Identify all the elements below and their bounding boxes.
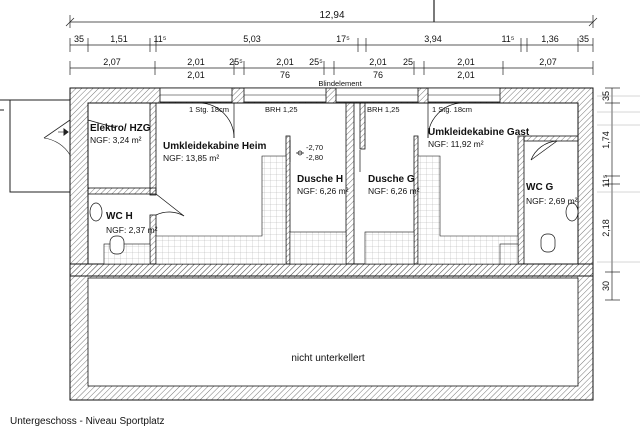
room-name: Dusche G [368,174,415,185]
room-name: Umkleidekabine Heim [163,141,266,152]
level-bottom: -2,80 [306,153,323,162]
doors [87,102,558,217]
dim-label: 2,01 [187,70,205,80]
building-shell [69,87,594,401]
dim-label: 35 [74,34,84,44]
dim-label: 76 [373,70,383,80]
room-area: NGF: 6,26 m² [368,186,420,196]
washbasin-icon [540,233,556,253]
dim-label: 1,36 [541,34,559,44]
room-name: Elektro/ HZG [90,123,151,134]
sill-height-note: BRH 1,25 [367,105,400,114]
room-area: NGF: 11,92 m² [428,139,484,149]
dim-label: 5,03 [243,34,261,44]
room-name: Dusche H [297,174,343,185]
benches-and-tiles [103,155,519,265]
toilet-icon [565,202,579,222]
dim-label: 11⁵ [501,34,514,44]
room-area: NGF: 3,24 m² [90,135,142,145]
plan-notes: 1 Stg. 18cm 1 Stg. 18cm BRH 1,25 BRH 1,2… [189,79,472,364]
room-name: WC G [526,182,553,193]
stair-note: 1 Stg. 18cm [432,105,472,114]
toilet-icon [109,235,125,255]
dim-label: 1,74 [601,131,611,149]
dim-label: 11⁵ [153,34,166,44]
dim-label: 2,01 [457,70,475,80]
dim-label: 11⁵ [601,174,611,187]
dimension-chain-right [597,87,640,301]
room-area: NGF: 6,26 m² [297,186,349,196]
dim-label: 35 [579,34,589,44]
dim-label: 30 [601,281,611,291]
dimension-chains-top [65,0,598,75]
dim-label: 2,07 [539,57,557,67]
dim-label: 25⁵ [229,57,243,67]
blind-element-note: Blindelement [318,79,362,88]
dim-label: 2,07 [103,57,121,67]
room-name: WC H [106,211,133,222]
dim-label: 35 [601,91,611,101]
dim-right-labels: 35 1,74 11⁵ 2,18 30 [601,91,611,291]
dim-label: 1,51 [110,34,128,44]
dim-label: 2,18 [601,219,611,237]
room-area: NGF: 2,37 m² [106,225,158,235]
dim-label: 2,01 [457,57,475,67]
dim-label: 25⁵ [309,57,323,67]
dim-label: 25 [403,57,413,67]
dim-label: 17⁵ [336,34,350,44]
sanitary-fixtures [89,150,579,255]
stair-note: 1 Stg. 18cm [189,105,229,114]
dim-label: 2,01 [276,57,294,67]
sill-height-note: BRH 1,25 [265,105,298,114]
room-area: NGF: 2,69 m² [526,196,578,206]
dim-row-2: 35 1,51 11⁵ 5,03 17⁵ 3,94 11⁵ 1,36 35 [74,34,589,44]
dim-label: 76 [280,70,290,80]
washbasin-icon [89,202,103,222]
room-area: NGF: 13,85 m² [163,153,219,163]
dim-label: 2,01 [369,57,387,67]
dim-total: 12,94 [319,10,344,21]
dim-label: 3,94 [424,34,442,44]
interior-walls [87,102,579,265]
unexcavated-label: nicht unterkellert [291,353,365,364]
drawing-caption: Untergeschoss - Niveau Sportplatz [10,416,165,427]
exterior-stair [0,99,71,193]
level-top: -2,70 [306,143,323,152]
room-name: Umkleidekabine Gast [428,127,530,138]
room-labels: Elektro/ HZG NGF: 3,24 m² Umkleidekabine… [90,123,578,235]
dim-label: 2,01 [187,57,205,67]
dim-row-3: 2,07 2,01 25⁵ 2,01 25⁵ 2,01 25 2,01 2,07… [103,57,557,80]
